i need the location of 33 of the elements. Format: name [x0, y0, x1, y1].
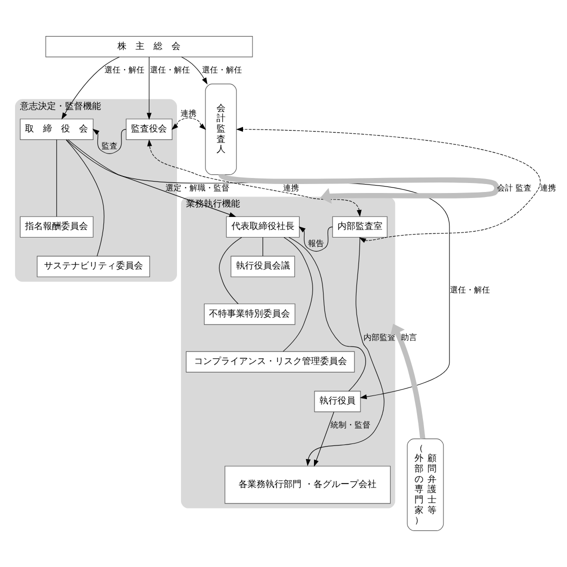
arrow [146, 56, 152, 120]
connector [218, 237, 242, 304]
arrow [236, 126, 540, 243]
node-box: 内部監査室 [332, 216, 388, 238]
arrow [171, 118, 206, 130]
node-box: 株 主 総 会 [45, 36, 253, 58]
node-box: 執行役員会議 [230, 256, 295, 278]
arrow [62, 56, 120, 120]
arrow [92, 128, 126, 154]
connector [288, 236, 366, 392]
connector [56, 139, 57, 217]
node-box: 監査役会 [126, 118, 172, 140]
connector [66, 140, 104, 256]
connector [282, 237, 313, 352]
node-box: 指名報酬委員会 [20, 216, 94, 238]
node-box: 代表取締役社長 [226, 216, 300, 238]
node-box: 不特事業特別委員会 [204, 304, 296, 325]
arrow [68, 139, 236, 217]
node-box: （外部の専門家） 顧問弁護士等 [406, 438, 444, 531]
node-box: 会計監査人 [205, 84, 237, 175]
arrow [306, 236, 384, 466]
arrow [220, 172, 500, 204]
node-box: 執行役員 [314, 390, 361, 412]
arrow [181, 56, 208, 85]
arrow [314, 412, 334, 467]
arrow [298, 226, 333, 252]
node-box: 取 締 役 会 [20, 118, 94, 140]
arrow [147, 139, 362, 217]
arrow [390, 324, 426, 439]
connector [262, 237, 264, 256]
node-box: サステナビリティ委員会 [36, 256, 150, 278]
node-box: 各業務執行部門 ・各グループ会社 [224, 466, 391, 504]
node-box: コンプライアンス・リスク管理委員会 [186, 351, 355, 372]
